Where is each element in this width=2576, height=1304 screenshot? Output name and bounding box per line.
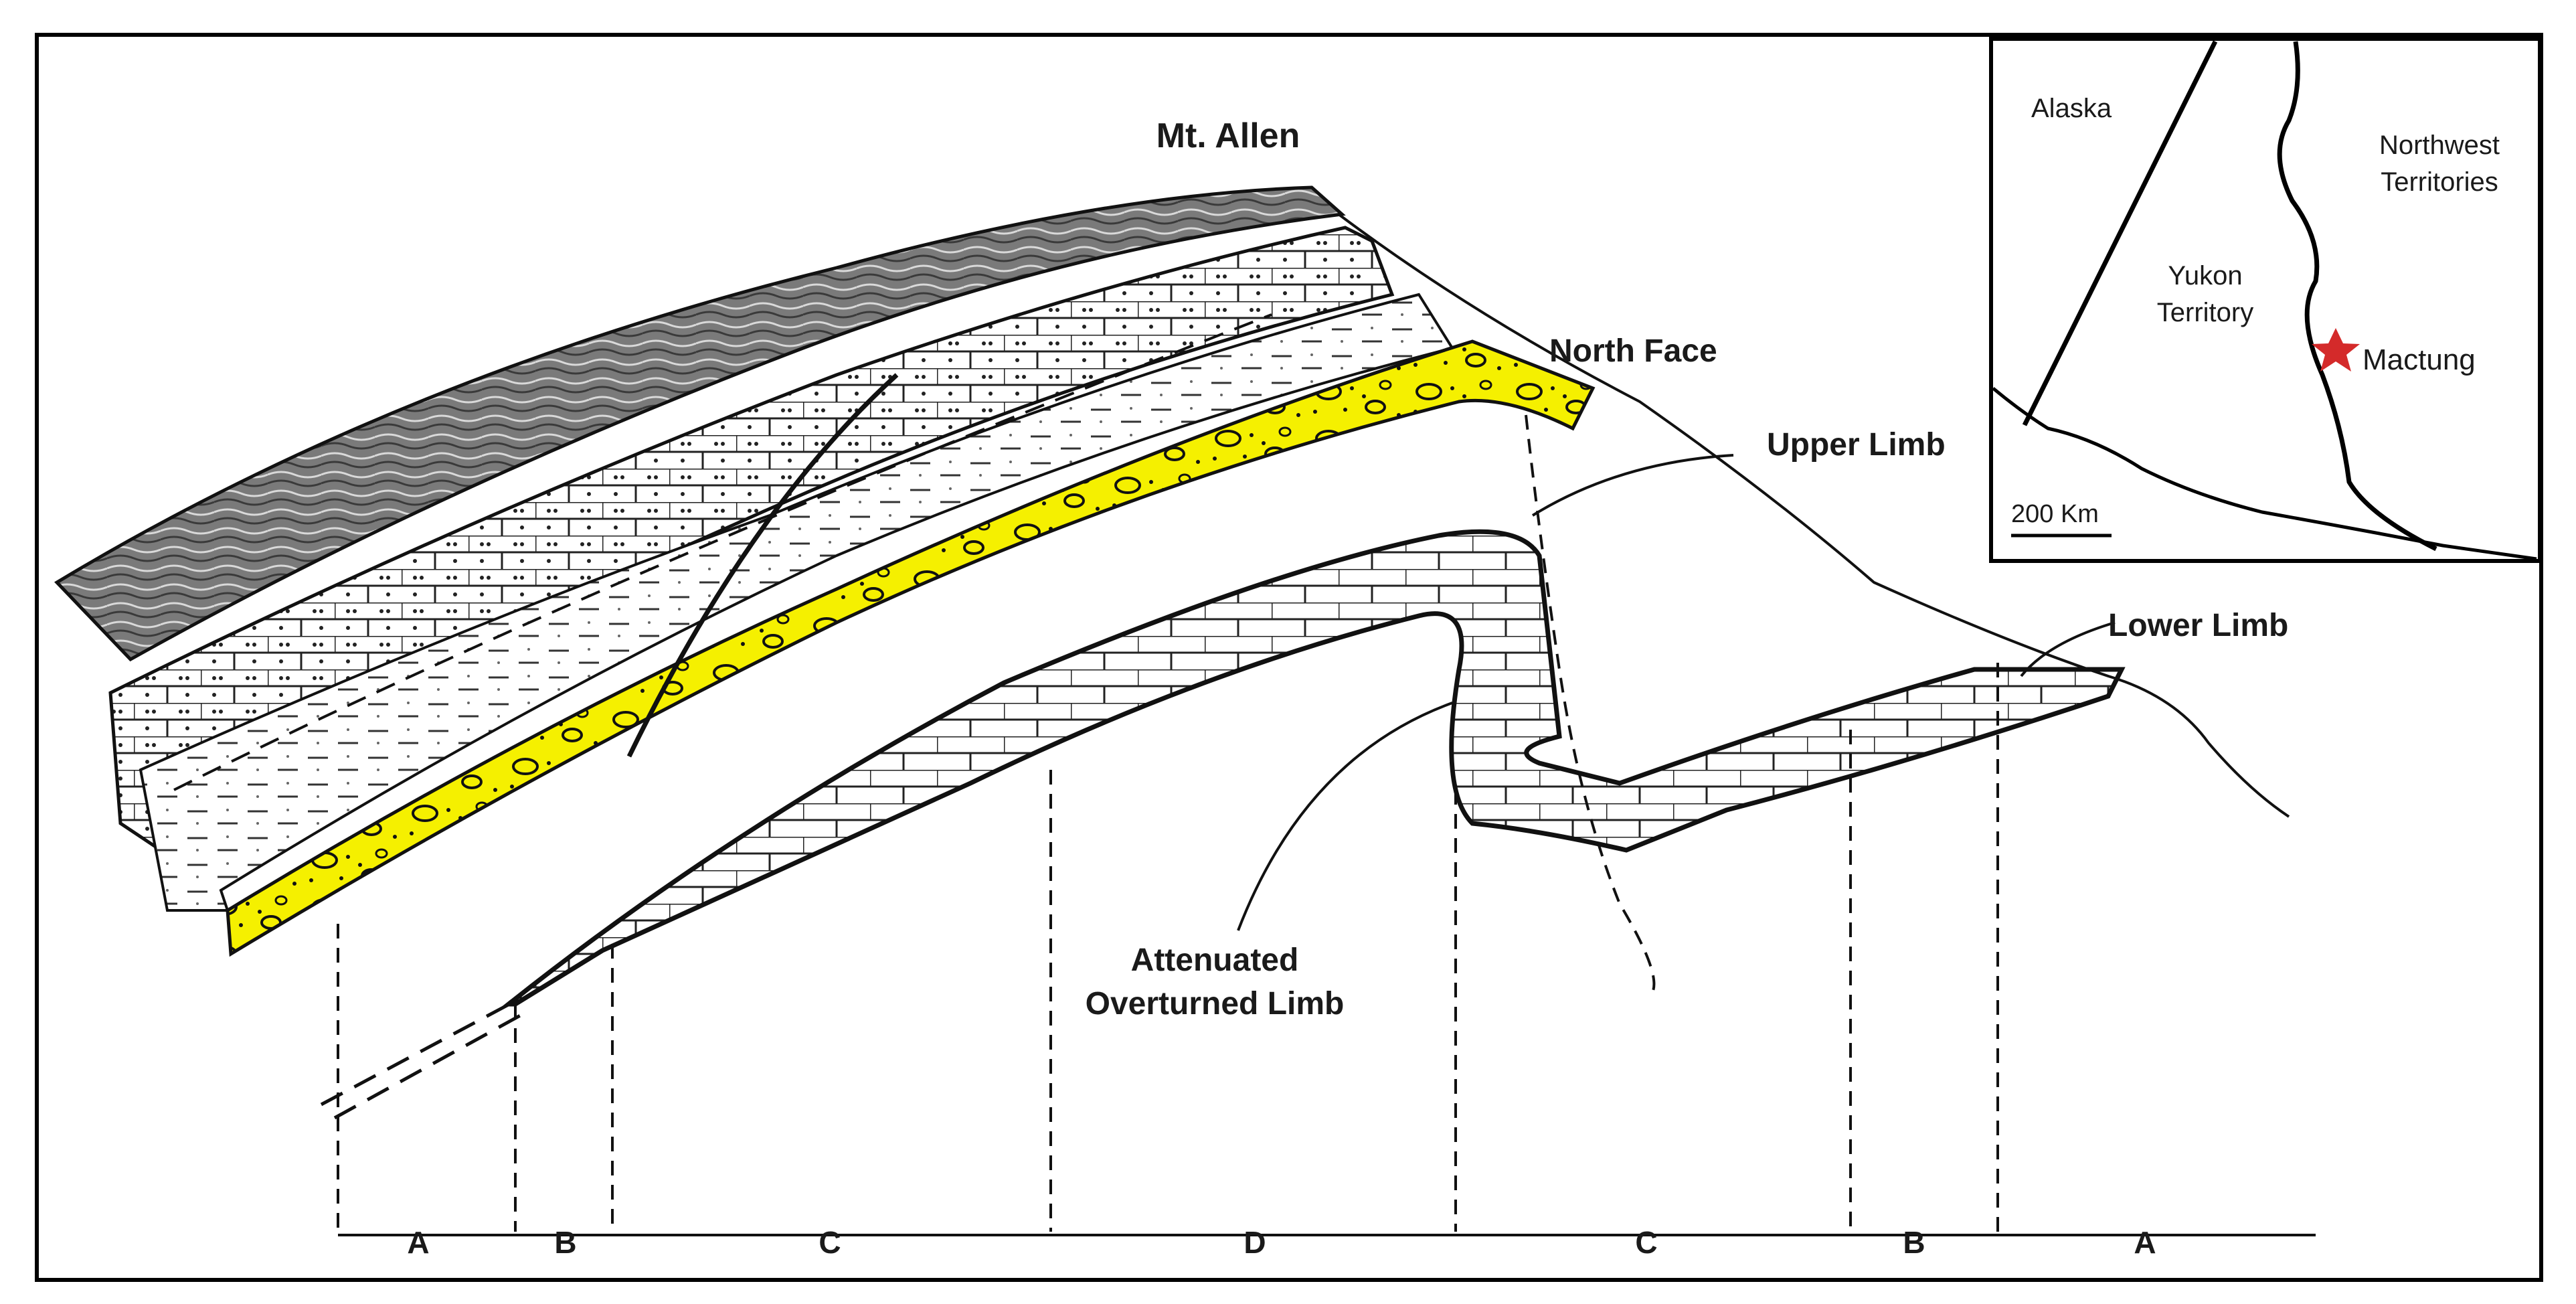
segment-label-c-right: C	[1635, 1225, 1657, 1260]
label-north-face: North Face	[1549, 333, 1717, 369]
label-lower-limb: Lower Limb	[2108, 608, 2288, 643]
map-scale-label: 200 Km	[2011, 500, 2099, 528]
map-label-mactung: Mactung	[2363, 343, 2476, 376]
dashed-layer-extension	[320, 995, 530, 1120]
map-label-territories: Territories	[2381, 167, 2498, 197]
upper-limb-leader	[1531, 454, 1734, 517]
segment-labels: A B C D C B A	[407, 1225, 2156, 1260]
attenuated-limb-leader	[1237, 702, 1453, 931]
folded-limestone-layer	[501, 529, 2126, 1007]
mactung-star-icon	[2312, 328, 2360, 372]
inset-map-frame	[1989, 37, 2542, 563]
map-label-northwest: Northwest	[2379, 131, 2500, 160]
vertical-fault-line	[1525, 414, 1656, 991]
segment-label-c-left: C	[819, 1225, 841, 1260]
yukon-nwt-border	[2277, 41, 2437, 552]
segment-label-b-left: B	[554, 1225, 576, 1260]
figure-frame	[35, 33, 2543, 1282]
coastline	[1992, 387, 2537, 561]
ground-surface-line	[1337, 213, 2290, 818]
segment-label-a-right: A	[2134, 1225, 2156, 1260]
inset-location-map: Alaska Northwest Territories Yukon Terri…	[1989, 37, 2542, 563]
label-overturned-limb: Overturned Limb	[1086, 986, 1345, 1022]
projection-lines	[337, 663, 1999, 1232]
segment-label-d: D	[1243, 1225, 1266, 1260]
segment-label-b-right: B	[1903, 1225, 1925, 1260]
thrust-fault-line	[626, 373, 899, 758]
alaska-yukon-border	[2022, 40, 2218, 426]
map-label-territory: Territory	[2157, 298, 2253, 327]
label-attenuated: Attenuated	[1131, 943, 1299, 978]
conglomerate-unit	[226, 339, 1596, 957]
dark-laminated-unit	[54, 185, 1346, 662]
lower-limb-leader	[2020, 621, 2116, 677]
map-label-yukon: Yukon	[2168, 261, 2242, 291]
segment-label-a-left: A	[407, 1225, 429, 1260]
label-mt-allen: Mt. Allen	[1156, 116, 1300, 155]
map-label-alaska: Alaska	[2031, 94, 2112, 123]
label-upper-limb: Upper Limb	[1767, 427, 1946, 463]
